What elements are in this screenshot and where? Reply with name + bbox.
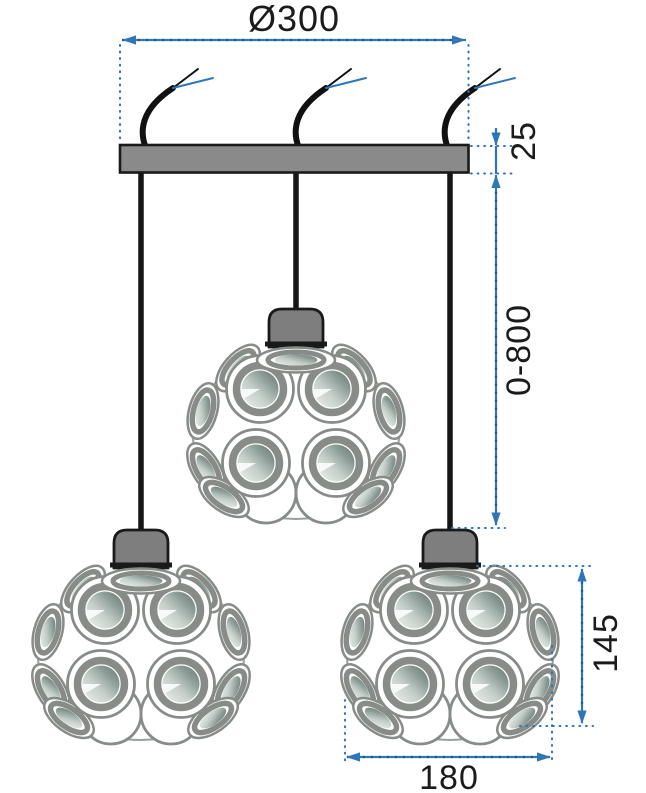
- shade-diameter-label: 180: [419, 759, 479, 793]
- dimension-suspension-length: 0-800: [450, 175, 538, 530]
- suspension-length-label: 0-800: [500, 304, 538, 396]
- dimension-canopy-thickness: 25: [469, 121, 543, 188]
- shade-height-label: 145: [587, 613, 625, 673]
- power-wires: [143, 69, 515, 148]
- canopy-thickness-label: 25: [505, 121, 543, 161]
- suspension-cables: [138, 170, 453, 533]
- pendant-lamp-center: [180, 309, 413, 525]
- dimension-shade-diameter: 180: [343, 644, 554, 793]
- pendant-lamp-right: [334, 530, 567, 746]
- dimension-canopy-diameter: Ø300: [118, 0, 470, 144]
- power-wire-left: [143, 69, 213, 148]
- power-wire-center: [296, 69, 366, 148]
- pendant-lamp-left: [25, 530, 258, 746]
- dimension-shade-height: 145: [475, 564, 625, 728]
- canopy-diameter-label: Ø300: [248, 0, 340, 39]
- ceiling-canopy: [118, 143, 470, 174]
